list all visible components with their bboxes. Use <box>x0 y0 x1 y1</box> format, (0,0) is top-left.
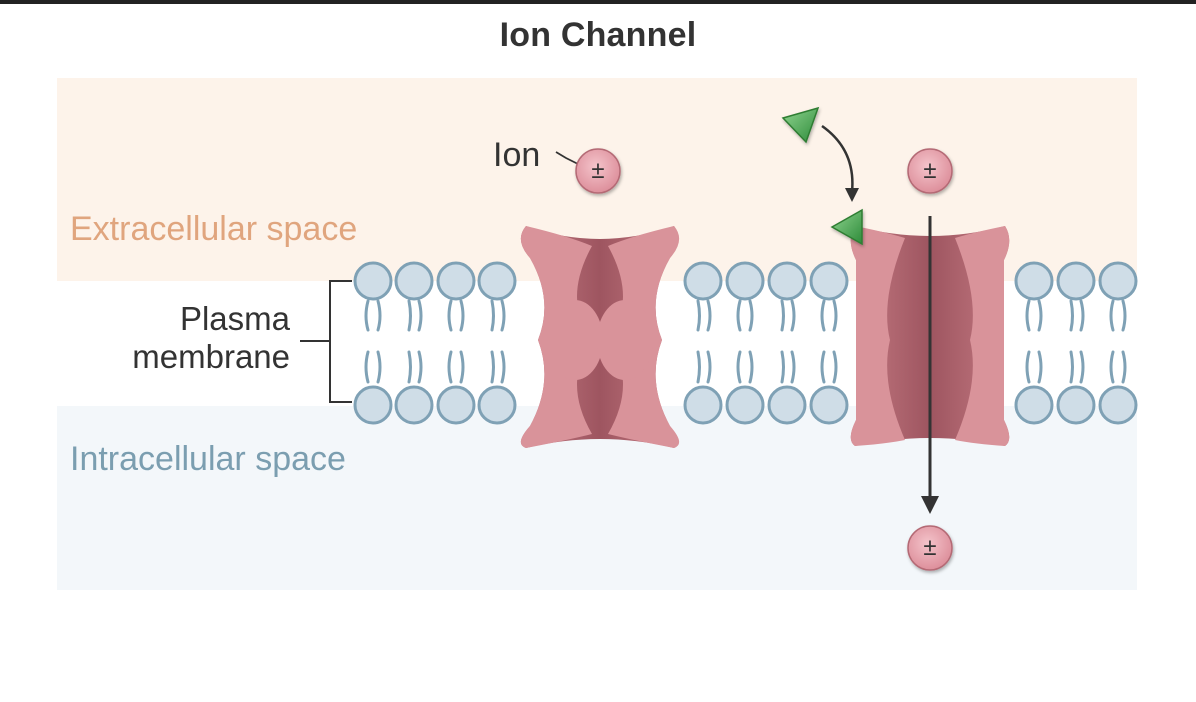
ion-icon <box>907 525 953 571</box>
lipid-molecule <box>683 261 723 425</box>
intracellular-space-label: Intracellular space <box>70 440 346 478</box>
lipid-molecule <box>1098 261 1138 425</box>
ligand-icon <box>781 106 820 144</box>
ion-flow-arrowhead <box>921 496 939 514</box>
lipid-molecule <box>725 261 765 425</box>
top-border <box>0 0 1196 4</box>
lipid-molecule <box>436 261 476 425</box>
ion-icon <box>907 148 953 194</box>
ion-label: Ion <box>493 136 541 174</box>
lipid-molecule <box>353 261 393 425</box>
ligand-arrow <box>821 124 854 193</box>
closed-channel <box>520 226 680 448</box>
plasma-membrane-label-line1: Plasma <box>179 300 290 337</box>
ion-charge-symbol: ± <box>923 534 937 561</box>
ion-icon <box>575 148 621 194</box>
plasma-membrane-label: Plasma membrane <box>90 300 290 376</box>
ligand-arrowhead <box>845 188 859 202</box>
lipid-molecule <box>1014 261 1054 425</box>
ion-charge-symbol: ± <box>591 157 605 184</box>
lipid-group-right <box>1014 261 1138 425</box>
lipid-molecule <box>767 261 807 425</box>
lipid-molecule <box>809 261 849 425</box>
lipid-group-middle <box>683 261 849 425</box>
lipid-molecule <box>394 261 434 425</box>
lipid-group-left <box>353 261 517 425</box>
diagram-title: Ion Channel <box>499 16 697 54</box>
ion-label-leader <box>555 151 579 165</box>
lipid-molecule <box>477 261 517 425</box>
plasma-membrane-label-line2: membrane <box>132 337 290 375</box>
ion-charge-symbol: ± <box>923 157 937 184</box>
lipid-molecule <box>1056 261 1096 425</box>
ligand-icon <box>830 208 863 246</box>
extracellular-space-label: Extracellular space <box>70 210 358 248</box>
plasma-membrane-bracket <box>300 280 352 403</box>
